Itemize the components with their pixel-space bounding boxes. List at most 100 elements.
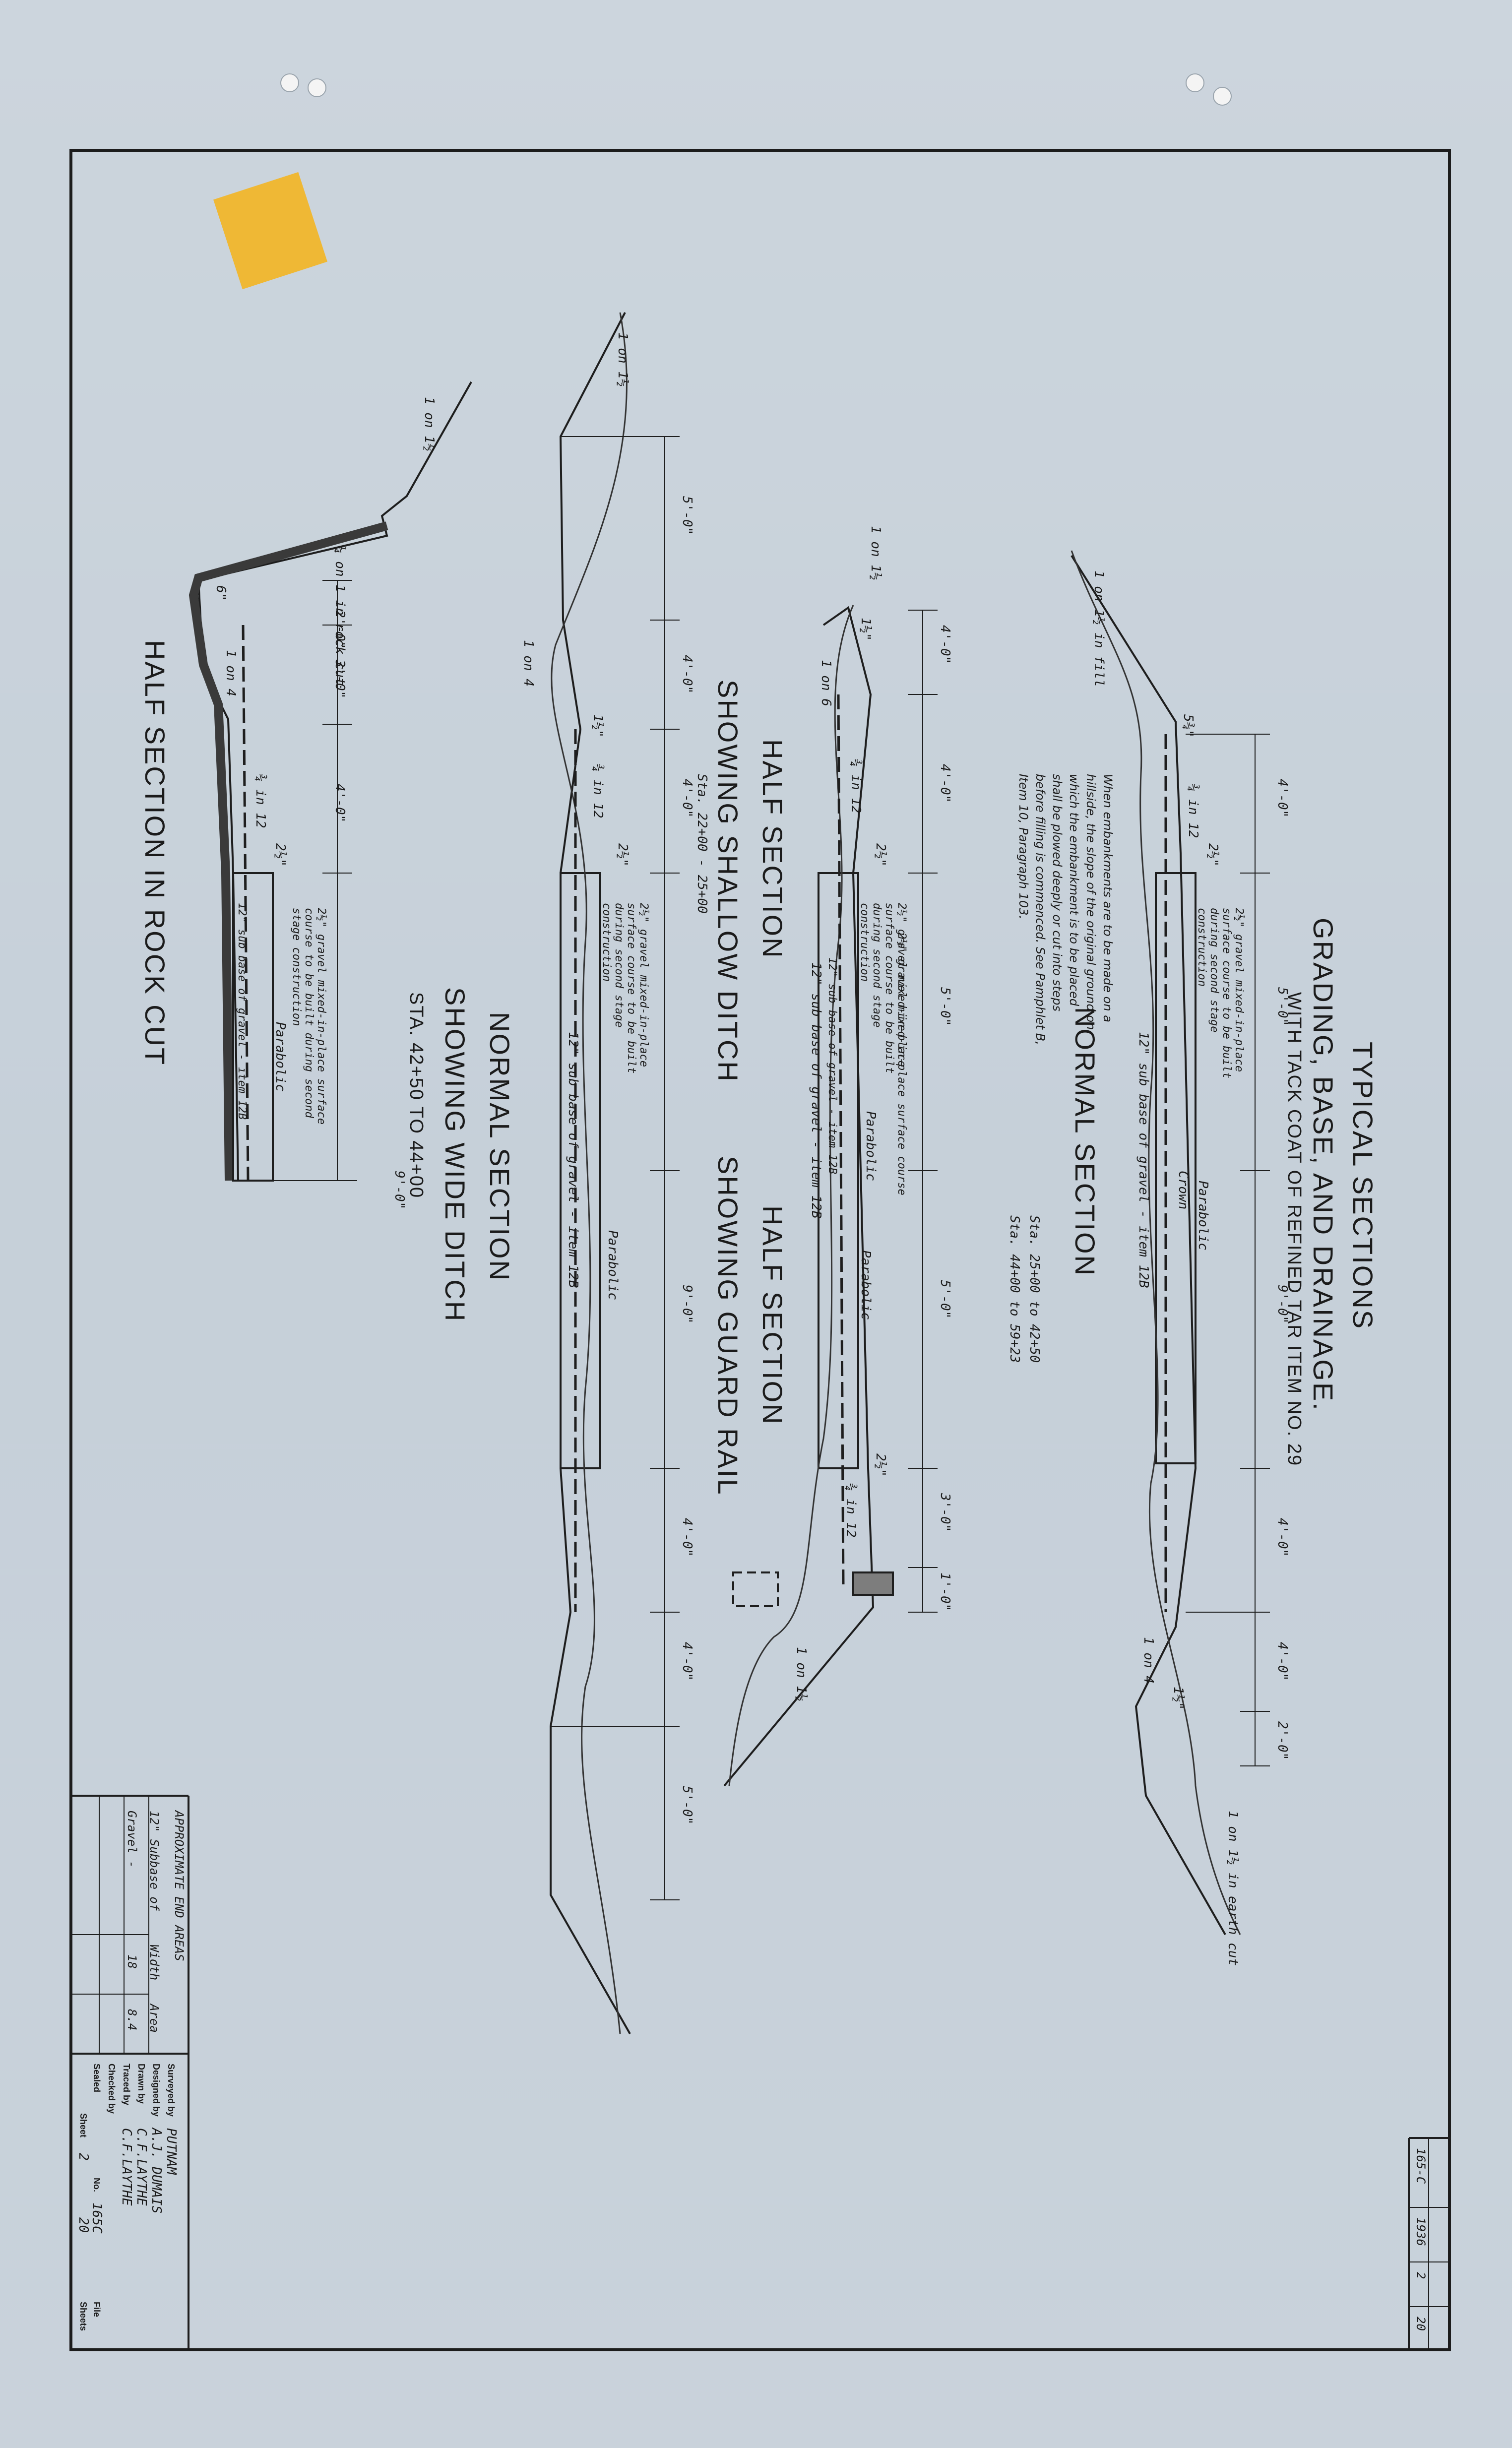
shallow-label-depth: 2½" [873,843,888,867]
guard-dim-3: 1'-0" [938,1572,952,1612]
wide-label-parabolic: Parabolic [605,1230,620,1300]
shallow-label-slope2: 1 on 6 [819,660,833,706]
shallow-dim-2: 4'-0" [938,764,952,803]
file-label: File [92,2302,102,2318]
drawing-title-line2: GRADING, BASE, AND DRAINAGE. [1308,918,1339,1412]
shallow-label-slope: 1 on 1½ [868,526,883,580]
rock-label-surface: 2½" gravel mixed-in-place surface course… [290,908,327,1125]
guard-label-subbase: 12" sub base of gravel - item 12B [809,962,823,1219]
shallow-label-parabolic: Parabolic [863,1111,878,1181]
rock-label-rock-cut: ¼ on 1 in rock cut [332,546,347,686]
designed-value: A.J. DUMAIS [149,2128,164,2214]
normal-label-earth-cut: 1 on 1½ in earth cut [1225,1811,1240,1966]
shallow-label-surface: 2½" gravel mixed-in-place surface course [895,933,908,1195]
approx-row-material: Gravel - [125,1811,139,1868]
drawing-border [69,149,1451,2351]
guard-label-slope: 1 on 1½ [794,1647,809,1701]
traced-label: Traced by [122,2064,131,2106]
punch-hole [1213,87,1232,106]
wide-ditch-section-drawing [550,312,680,2034]
normal-section-drawing [1071,550,1270,1935]
shallow-ditch-section-title: HALF SECTION [757,739,788,959]
embankment-note: When embankments are to be made on a hil… [1016,774,1115,1045]
normal-label-slope: 1 on 4 [1141,1637,1156,1684]
wide-label-slope2: 1 on 4 [521,640,536,687]
shallow-dim-3: 5'-0" [938,987,952,1026]
sheet-value: 2 [76,2153,91,2161]
drawing-title-line3: WITH TACK COAT OF REFINED TAR ITEM NO. 2… [1284,992,1305,1467]
punch-hole [308,78,326,97]
normal-section-title: NORMAL SECTION [1070,1007,1101,1277]
wide-label-slope: 1 on 1½ [615,332,630,387]
wide-dim-3: 4'-0" [680,779,694,818]
shallow-label-crown-slope: ¾ in 12 [848,759,863,814]
shallow-label-depth2: 1½" [858,618,873,641]
checked-label: Checked by [107,2064,117,2114]
normal-dim-1: 4'-0" [1275,779,1290,818]
wide-dim-7: 5'-0" [680,1786,694,1825]
normal-label-crown: Crown [1176,1171,1191,1210]
rock-label-parabolic: Parabolic [273,1022,288,1092]
rock-dim-4: 9'-0" [392,1171,407,1210]
shallow-ditch-station: Sta. 22+00 - 25+00 [694,774,709,914]
sealed-label: Sealed [92,2064,102,2093]
normal-dim-4: 4'-0" [1275,1518,1290,1557]
normal-label-subbase: 12" sub base of gravel - item 12B [1136,1032,1151,1288]
guard-dim-2: 3'-0" [938,1493,952,1532]
approx-row-area: 8.4 [125,2009,139,2031]
approx-table-title: APPROXIMATE END AREAS [172,1811,186,1961]
guard-label-depth: 2½" [873,1453,888,1477]
wide-label-crown-slope: ¾ in 12 [590,764,605,818]
normal-section-station-1: Sta. 25+00 to 42+50 [1027,1215,1042,1363]
approx-header-subbase: 12" Subbase of [147,1811,161,1911]
wide-label-depth: 2½" [615,843,630,867]
wide-label-surface: 2½" gravel mixed-in-place surface course… [600,903,650,1074]
guard-label-crown-slope: ¾ in 12 [843,1483,858,1538]
surveyed-value: PUTNAM [164,2128,179,2175]
normal-dim-3: 9'-0" [1275,1285,1290,1324]
rock-label-depth2: 6" [213,585,228,601]
wide-ditch-station: STA. 42+50 TO 44+00 [406,992,427,1199]
rock-cut-section-drawing [189,381,472,1182]
designed-label: Designed by [151,2064,161,2117]
shallow-label-subbase: 12" sub base of gravel - item 12B [826,957,838,1175]
wide-ditch-section-subtitle: SHOWING WIDE DITCH [440,987,471,1323]
file-no-value: 165C [89,2202,104,2234]
rock-cut-section-title: HALF SECTION IN ROCK CUT [139,640,171,1067]
sheet-label: Sheet [78,2113,88,2138]
rock-label-depth: 2½" [273,843,288,867]
approx-header-width: Width [147,1945,161,1981]
normal-dim-5: 4'-0" [1275,1642,1290,1681]
approx-row-width: 18 [125,1954,139,1969]
normal-label-depth2: 5¾" [1181,714,1196,738]
guard-rail-section-subtitle: SHOWING GUARD RAIL [712,1156,744,1496]
shallow-ditch-section-subtitle: SHOWING SHALLOW DITCH [712,680,744,1083]
wide-dim-1: 5'-0" [680,496,694,535]
surveyed-label: Surveyed by [166,2064,176,2117]
sheets-label: Sheets [78,2302,88,2331]
wide-label-subbase: 12" sub base of gravel - item 12B [566,1032,580,1288]
shallow-dim-1: 4'-0" [938,625,952,664]
rock-label-subbase: 12" sub base of gravel - item 12B [236,903,248,1120]
normal-label-fill: 1 on 1½ in fill [1091,570,1106,687]
punch-hole [1186,73,1204,92]
rock-label-crown-slope: ¾ in 12 [253,774,268,828]
normal-label-surface: 2½" gravel mixed-in-place surface course… [1196,908,1245,1079]
normal-section-station-2: Sta. 44+00 to 59+23 [1007,1215,1022,1363]
traced-value: C.F.LAYTHE [119,2128,134,2206]
approx-header-area: Area [147,2004,161,2033]
drawn-label: Drawn by [136,2064,146,2104]
wide-label-depth2: 1½" [590,714,605,738]
rock-label-slope2: 1 on 4 [223,650,238,696]
drawn-value: C.F.LAYTHE [134,2128,149,2206]
wide-dim-5: 4'-0" [680,1518,694,1557]
sheet-box-sheet: 2 [1414,2272,1428,2279]
normal-dim-6: 2'-0" [1275,1721,1290,1760]
guard-dim-1: 5'-0" [938,1280,952,1319]
wide-dim-4: 9'-0" [680,1285,694,1324]
guard-label-parabolic: Parabolic [858,1250,873,1320]
drawing-title-line1: TYPICAL SECTIONS [1347,1042,1379,1330]
rock-label-slope: 1 on 1½ [422,397,437,451]
sheet-box-project: 165-C [1414,2148,1428,2184]
